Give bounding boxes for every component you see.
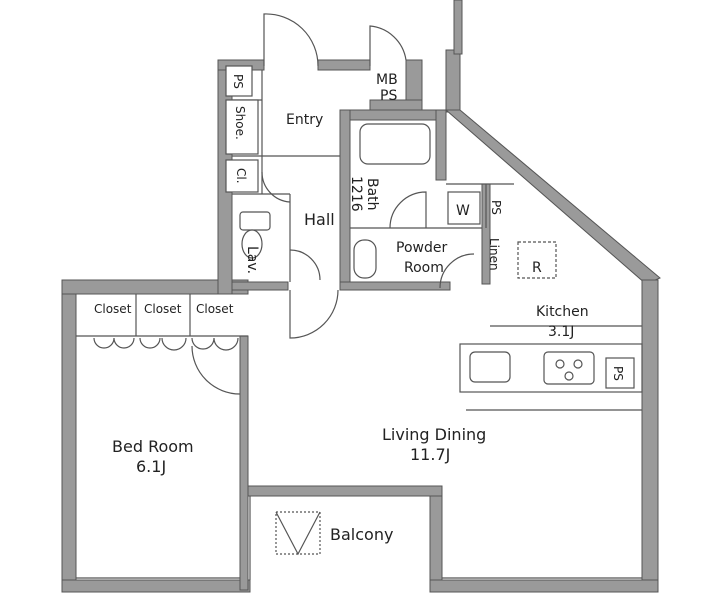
- label-fridge: R: [532, 260, 542, 276]
- label-kitchen-size: 3.1J: [548, 324, 574, 340]
- label-washer: W: [456, 203, 470, 219]
- cl-cabinet: [225, 159, 259, 193]
- label-hall: Hall: [304, 210, 335, 229]
- cooktop: [543, 351, 595, 385]
- bathtub: [359, 123, 431, 165]
- label-kitchen: Kitchen: [536, 304, 589, 320]
- label-closet-3: Closet: [196, 302, 234, 316]
- ps-kitchen-box: [605, 357, 635, 389]
- label-ps-kitchen: PS: [611, 366, 625, 381]
- wall-powder-bottom: [339, 281, 451, 291]
- wall-balcony-right: [429, 485, 443, 593]
- label-bath: Bath: [364, 178, 380, 211]
- wall-balcony-top: [247, 485, 443, 497]
- closet-doors: [93, 337, 239, 351]
- door-bedroom: [191, 345, 241, 395]
- label-mb-ps: PS: [380, 88, 397, 104]
- label-living-size: 11.7J: [410, 445, 450, 464]
- label-powder-2: Room: [404, 260, 444, 276]
- wall-bath-right: [435, 109, 447, 181]
- labels: Entry Hall Shoe. Cl. Lav. PS MB PS Bath …: [94, 72, 625, 544]
- label-balcony: Balcony: [330, 525, 393, 544]
- label-closet-1: Closet: [94, 302, 132, 316]
- label-cl: Cl.: [234, 168, 248, 184]
- fixtures: [225, 65, 635, 556]
- kitchen-sink: [469, 351, 511, 383]
- door-cl: [261, 171, 291, 203]
- label-shoe: Shoe.: [233, 106, 247, 140]
- door-mb: [369, 25, 407, 66]
- doors: [93, 13, 475, 395]
- wall-bath-top: [339, 109, 441, 121]
- door-hall: [289, 289, 339, 339]
- label-closet-2: Closet: [144, 302, 182, 316]
- label-ps-bath: PS: [489, 200, 503, 215]
- wall-bottom-left: [61, 579, 251, 593]
- label-living: Living Dining: [382, 425, 486, 444]
- fridge-space: [517, 241, 557, 279]
- balcony-unit: [275, 511, 321, 555]
- wall-hall-bottom: [231, 281, 289, 291]
- balcony-unit-mark: [275, 511, 321, 556]
- shoe-cabinet: [225, 99, 259, 155]
- label-ps-entry: PS: [231, 74, 245, 89]
- wall-bedroom-right: [239, 335, 249, 591]
- door-lav: [289, 249, 321, 281]
- burner-3: [564, 371, 574, 381]
- label-bedroom-size: 6.1J: [136, 457, 166, 476]
- washer-box: [447, 191, 481, 225]
- label-powder-1: Powder: [396, 240, 447, 256]
- wall-upper-right: [445, 49, 461, 113]
- wall-upper-right-top: [453, 0, 463, 55]
- wall-entry-top-right: [317, 59, 371, 71]
- sink: [353, 239, 377, 279]
- toilet-tank: [239, 211, 271, 231]
- burner-2: [573, 359, 583, 369]
- walls: [61, 0, 661, 593]
- wall-diagonal: [444, 109, 661, 285]
- wall-bottom-right: [429, 579, 659, 593]
- label-mb: MB: [376, 72, 398, 88]
- label-bath-size: 1216: [348, 176, 364, 212]
- door-powder: [439, 253, 475, 289]
- label-lav: Lav.: [244, 246, 260, 274]
- toilet-bowl: [241, 229, 263, 259]
- ps-entry-box: [225, 65, 253, 97]
- label-entry: Entry: [286, 112, 323, 128]
- door-bath: [389, 191, 427, 229]
- door-entry: [263, 13, 319, 67]
- label-bedroom: Bed Room: [112, 437, 194, 456]
- wall-right: [641, 279, 659, 593]
- label-linen: Linen: [487, 238, 501, 271]
- burner-1: [555, 359, 565, 369]
- wall-bedroom-left: [61, 279, 77, 593]
